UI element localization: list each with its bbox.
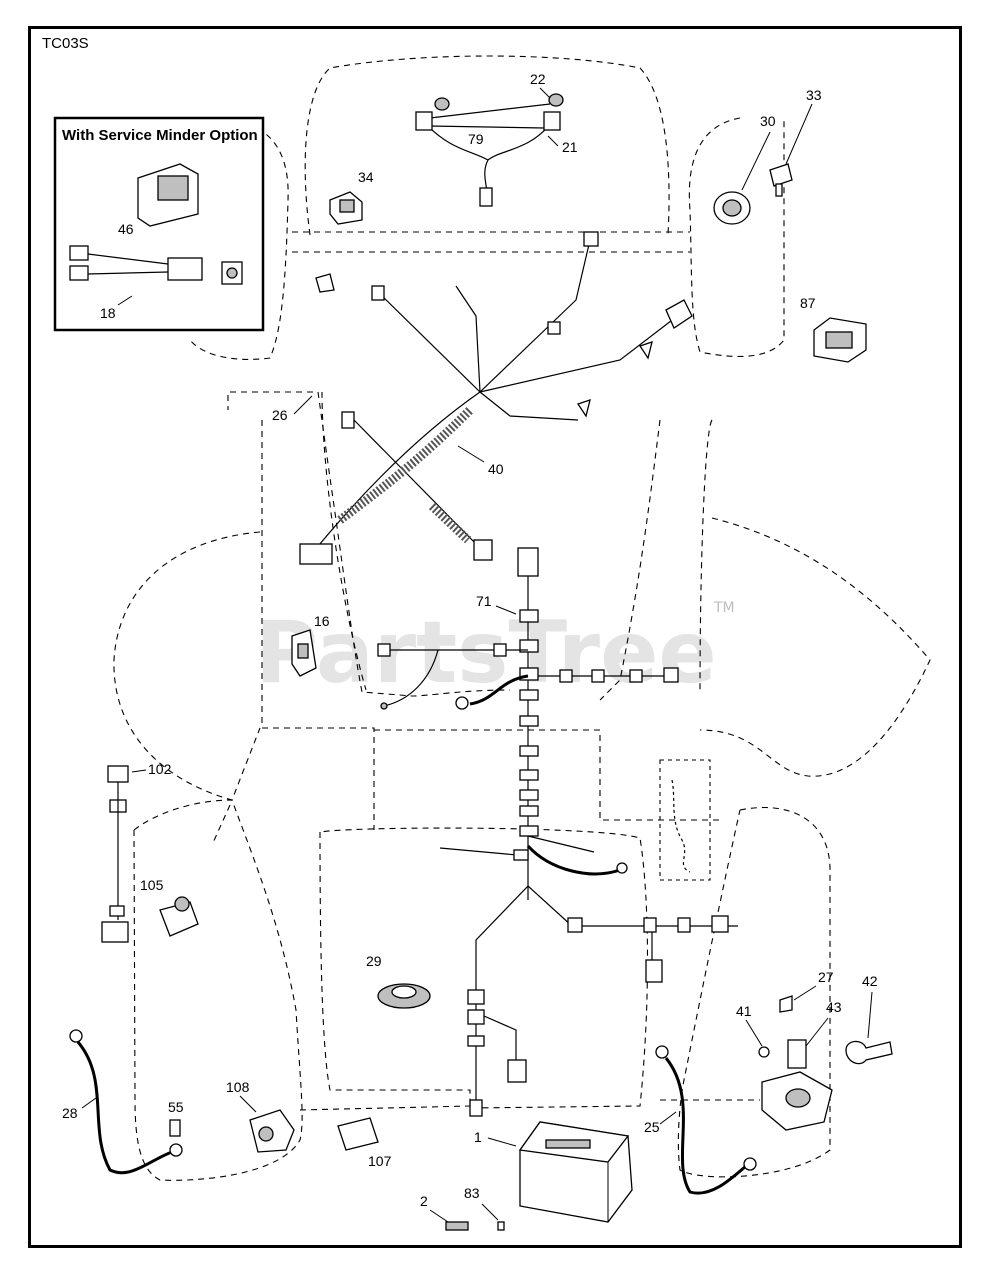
service-minder-inset: With Service Minder Option 46 18	[53, 116, 265, 332]
callout-28: 28	[62, 1105, 78, 1121]
callout-21: 21	[562, 139, 578, 155]
callout-79: 79	[468, 131, 484, 147]
callout-16: 16	[314, 613, 330, 629]
ignition-switch-part	[713, 191, 751, 225]
nut-41-part	[758, 1046, 770, 1058]
service-minder-harness-part	[69, 245, 243, 285]
battery-cable-28-part	[69, 1029, 183, 1175]
watermark-tm: TM	[713, 600, 735, 616]
main-wire-harness-part	[299, 231, 693, 565]
rocker-switch-part	[329, 191, 363, 225]
callout-55: 55	[168, 1099, 184, 1115]
callout-87: 87	[800, 295, 816, 311]
callout-26: 26	[272, 407, 288, 423]
callout-22: 22	[530, 71, 546, 87]
callout-83: 83	[464, 1185, 480, 1201]
connector-16-part	[291, 629, 317, 677]
boot-42-part	[845, 1040, 893, 1065]
callout-46: 46	[118, 221, 134, 237]
battery-1-part	[518, 1121, 633, 1223]
watermark-text: PartsTree	[255, 603, 717, 703]
solenoid-105-part	[159, 896, 199, 937]
callout-1: 1	[474, 1129, 482, 1145]
bolt-2-part	[445, 1221, 469, 1231]
callout-27: 27	[818, 969, 834, 985]
rear-wire-harness-part	[377, 547, 738, 1117]
callout-102: 102	[148, 761, 172, 777]
callout-25: 25	[644, 1119, 660, 1135]
grommet-29-part	[377, 983, 431, 1009]
callout-33: 33	[806, 87, 822, 103]
callout-43: 43	[826, 999, 842, 1015]
starter-solenoid-part	[761, 995, 833, 1131]
callout-71: 71	[476, 593, 492, 609]
callout-30: 30	[760, 113, 776, 129]
switch-108-part	[249, 1109, 295, 1153]
ignition-key-part	[769, 163, 793, 197]
callout-40: 40	[488, 461, 504, 477]
callout-29: 29	[366, 953, 382, 969]
lead-wire-102-part	[101, 765, 129, 943]
callout-107: 107	[368, 1153, 392, 1169]
relay-module-part	[813, 317, 867, 363]
callout-108: 108	[226, 1079, 250, 1095]
diagram-code: TC03S	[42, 35, 89, 52]
battery-cable-25-part	[655, 1045, 757, 1195]
nut-83-part	[497, 1221, 505, 1231]
hour-meter-part	[137, 163, 199, 227]
headlight-harness-part	[415, 93, 564, 207]
chassis-outline	[113, 55, 931, 1181]
callout-42: 42	[862, 973, 878, 989]
callout-41: 41	[736, 1003, 752, 1019]
callout-18: 18	[100, 305, 116, 321]
callout-34: 34	[358, 169, 374, 185]
callout-105: 105	[140, 877, 164, 893]
diagram-frame	[28, 26, 962, 1248]
callout-2: 2	[420, 1193, 428, 1209]
inset-title: With Service Minder Option	[62, 127, 258, 144]
module-107-part	[337, 1117, 379, 1151]
bolt-55-part	[169, 1119, 181, 1137]
